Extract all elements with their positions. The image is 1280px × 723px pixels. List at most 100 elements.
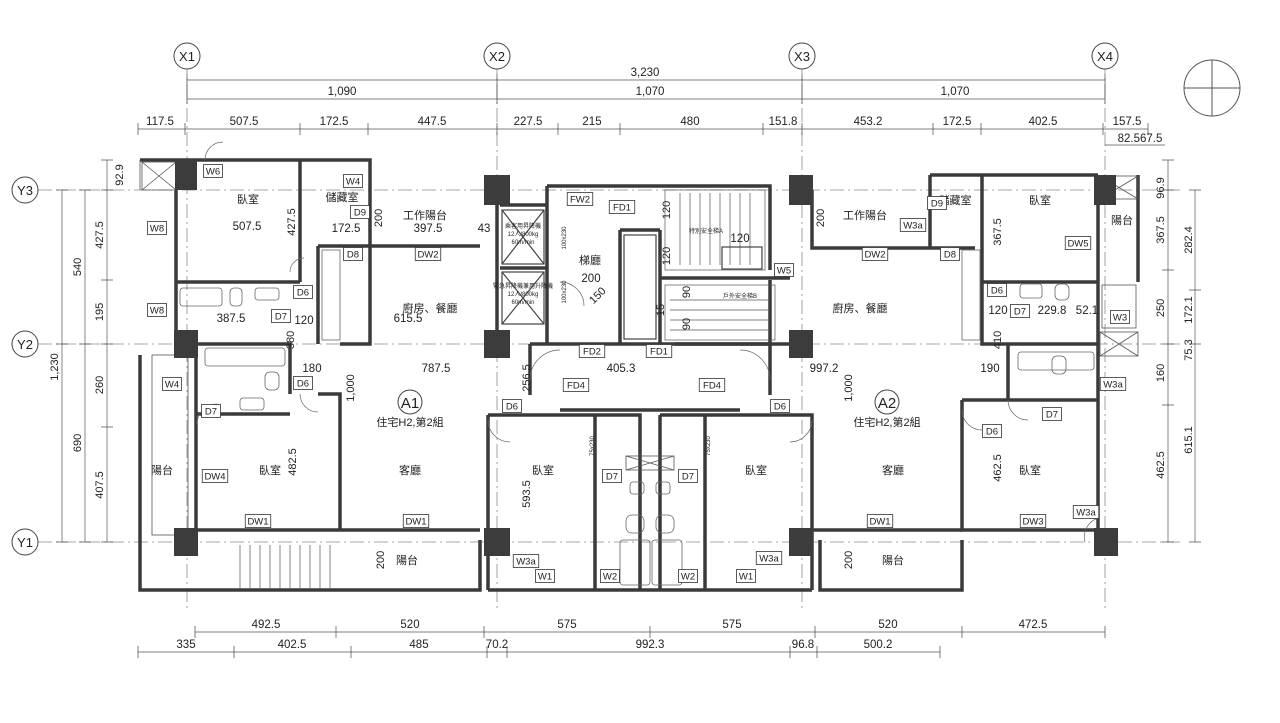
dim-overall: 3,230 [631, 67, 660, 79]
svg-text:D6: D6 [991, 286, 1003, 297]
svg-text:387.5: 387.5 [217, 313, 246, 325]
tag-w5: W5 [774, 263, 794, 277]
svg-text:DW2: DW2 [417, 250, 438, 261]
svg-text:W3a: W3a [903, 221, 923, 232]
unit-labels: A1 住宅H2,第2組 A2 住宅H2,第2組 [376, 389, 921, 429]
room-balcony-a2-s: 陽台 [882, 553, 904, 567]
svg-text:500.2: 500.2 [864, 639, 893, 651]
svg-text:250: 250 [1155, 299, 1167, 317]
room-living-a1: 客廳 [399, 463, 421, 477]
svg-text:92.9: 92.9 [114, 164, 126, 185]
tag-d7: D7 [271, 309, 291, 323]
svg-text:D8: D8 [944, 250, 956, 261]
walls [138, 158, 1140, 592]
svg-text:690: 690 [72, 434, 84, 452]
room-bedroom-center-left: 臥室 [532, 463, 554, 477]
svg-text:427.5: 427.5 [94, 221, 106, 249]
svg-text:D7: D7 [205, 407, 217, 418]
svg-text:15: 15 [655, 304, 667, 316]
svg-text:507.5: 507.5 [230, 116, 259, 128]
svg-text:462.5: 462.5 [992, 454, 1004, 482]
svg-text:120: 120 [294, 315, 313, 327]
svg-text:172.5: 172.5 [320, 116, 349, 128]
svg-text:43: 43 [478, 223, 491, 235]
svg-text:492.5: 492.5 [252, 619, 281, 631]
svg-text:60m/min: 60m/min [511, 300, 534, 306]
tag-w1: W1 [736, 569, 756, 583]
svg-text:D6: D6 [774, 402, 786, 413]
room-bedroom-a2-ne: 臥室 [1029, 193, 1051, 207]
svg-text:12人/800kg: 12人/800kg [508, 231, 539, 238]
unit-a1-type: 住宅H2,第2組 [376, 415, 443, 429]
tag-w3a: W3a [755, 551, 783, 565]
svg-text:D6: D6 [986, 427, 998, 438]
axis-x1: X1 [173, 42, 201, 70]
tag-dw3: DW3 [1019, 514, 1047, 528]
svg-text:75.3: 75.3 [1183, 339, 1195, 360]
svg-text:FD4: FD4 [567, 381, 585, 392]
svg-text:593.5: 593.5 [521, 480, 533, 508]
room-kitchen-dining-a1: 廚房、餐廳 [403, 301, 458, 315]
svg-text:402.5: 402.5 [1029, 116, 1058, 128]
tag-d6: D6 [293, 285, 313, 299]
svg-text:D7: D7 [606, 472, 618, 483]
svg-text:戶外安全梯B: 戶外安全梯B [723, 292, 757, 300]
svg-text:X4: X4 [1097, 49, 1113, 64]
svg-text:FD4: FD4 [703, 381, 721, 392]
svg-text:150: 150 [587, 285, 608, 306]
tag-fd1: FD1 [645, 344, 673, 358]
svg-text:W8: W8 [150, 306, 164, 317]
svg-text:380: 380 [285, 331, 297, 349]
axis-x4: X4 [1091, 42, 1119, 70]
room-bedroom-a1-nw: 臥室 [237, 192, 259, 206]
svg-text:172.5: 172.5 [943, 116, 972, 128]
svg-text:256.5: 256.5 [521, 364, 533, 392]
svg-text:485: 485 [409, 639, 428, 651]
svg-text:90: 90 [681, 318, 693, 330]
tag-w8: W8 [147, 303, 167, 317]
svg-text:367.5: 367.5 [1155, 216, 1167, 244]
tag-fd4: FD4 [562, 378, 590, 392]
svg-text:260: 260 [94, 376, 106, 394]
tag-w1: W1 [535, 569, 555, 583]
room-work-balcony-a1: 工作陽台 [403, 208, 447, 222]
svg-text:75x230: 75x230 [590, 435, 596, 455]
svg-text:96.8: 96.8 [792, 639, 814, 651]
svg-text:229.8: 229.8 [1038, 305, 1067, 317]
svg-text:FD2: FD2 [583, 347, 601, 358]
room-balcony-a2-e: 陽台 [1111, 213, 1133, 227]
svg-text:215: 215 [582, 116, 601, 128]
svg-text:410: 410 [992, 331, 1004, 349]
svg-text:402.5: 402.5 [278, 639, 307, 651]
svg-text:W3a: W3a [1076, 508, 1096, 519]
room-labels: 臥室 儲藏室 工作陽台 廚房、餐廳 客廳 臥室 陽台 陽台 梯廳 臥室 臥室 工… [151, 190, 1133, 567]
svg-text:997.2: 997.2 [810, 363, 839, 375]
svg-text:FW2: FW2 [570, 195, 590, 206]
svg-text:335: 335 [176, 639, 195, 651]
axis-x3: X3 [788, 42, 816, 70]
svg-text:X2: X2 [489, 49, 505, 64]
tag-fd1: FD1 [608, 200, 636, 214]
svg-text:60m/min: 60m/min [511, 240, 534, 246]
svg-text:DW4: DW4 [204, 472, 225, 483]
svg-text:367.5: 367.5 [992, 218, 1004, 246]
svg-text:615.5: 615.5 [394, 313, 423, 325]
tag-dw2: DW2 [861, 247, 889, 261]
svg-text:1,000: 1,000 [843, 374, 855, 402]
tag-d8: D8 [940, 247, 960, 261]
svg-text:200: 200 [375, 551, 387, 569]
svg-text:D6: D6 [506, 402, 518, 413]
axis-x2: X2 [483, 42, 511, 70]
tag-d9: D9 [350, 205, 370, 219]
svg-text:200: 200 [581, 273, 600, 285]
svg-text:462.5: 462.5 [1155, 451, 1167, 479]
svg-text:120: 120 [988, 305, 1007, 317]
svg-text:D7: D7 [275, 312, 287, 323]
svg-text:D6: D6 [297, 288, 309, 299]
tag-w2: W2 [600, 569, 620, 583]
tag-d7: D7 [1042, 407, 1062, 421]
tag-w3a: W3a [1099, 377, 1127, 391]
axis-y1: Y1 [11, 528, 39, 556]
tag-dw1: DW1 [866, 514, 894, 528]
tag-d7: D7 [602, 469, 622, 483]
